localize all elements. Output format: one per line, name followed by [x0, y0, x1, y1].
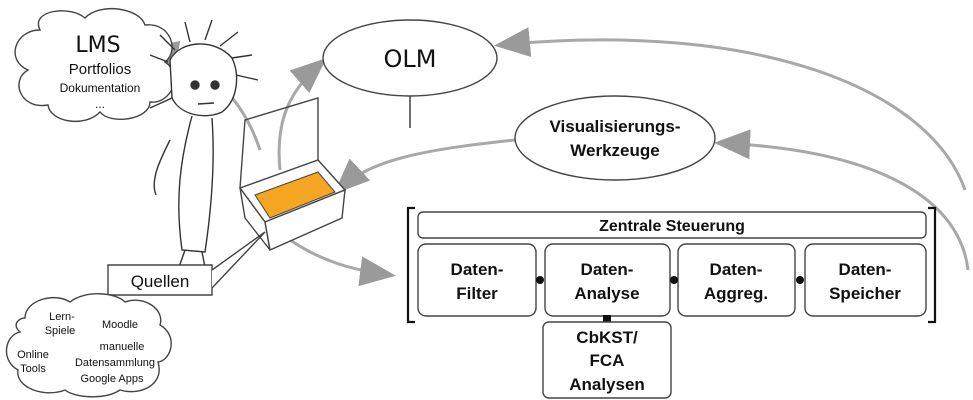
module-daten-speicher: Daten- Speicher: [804, 243, 927, 317]
module-daten-filter: Daten- Filter: [417, 243, 537, 317]
lms-dokumentation: Dokumentation: [60, 81, 141, 95]
visualization-line2: Werkzeuge: [570, 141, 659, 160]
central-control-title: Zentrale Steuerung: [599, 218, 745, 235]
arrow-right-to-olm: [494, 27, 967, 191]
analysis-line2: FCA: [590, 351, 625, 370]
module-analyse-line1: Daten-: [581, 260, 634, 279]
lms-portfolios: Portfolios: [69, 61, 132, 78]
module-aggreg-line2: Aggreg.: [704, 284, 768, 303]
module-speicher-line2: Speicher: [829, 284, 901, 303]
module-daten-aggreg: Daten- Aggreg.: [677, 243, 796, 317]
source-manuelle: manuelle: [100, 341, 145, 353]
source-google-apps: Google Apps: [81, 373, 144, 385]
visualization-node: Visualisierungs- Werkzeuge: [514, 95, 716, 181]
source-datensammlung: Datensammlung: [75, 357, 155, 369]
module-connectors: [536, 276, 804, 322]
source-moodle: Moodle: [102, 319, 138, 331]
analysis-box: CbKST/ FCA Analysen: [542, 321, 672, 399]
module-filter-line1: Daten-: [451, 260, 504, 279]
analysis-line1: CbKST/: [576, 328, 638, 347]
source-tools: Tools: [20, 363, 46, 375]
arrow-box-to-olm: [277, 58, 327, 171]
source-lern: Lern-: [49, 311, 75, 323]
central-control-bar: Zentrale Steuerung: [417, 211, 927, 239]
lms-title: LMS: [75, 33, 120, 58]
arrow-right-to-visual: [714, 129, 970, 271]
lms-ellipsis: ...: [95, 97, 105, 111]
module-analyse-line2: Analyse: [574, 284, 639, 303]
module-daten-analyse: Daten- Analyse: [544, 243, 671, 317]
sources-cloud: Lern- Spiele Moodle manuelle Online Tool…: [5, 293, 172, 398]
quellen-label: Quellen: [107, 231, 266, 296]
source-online: Online: [17, 349, 49, 361]
analysis-line3: Analysen: [569, 375, 645, 394]
data-box: [238, 97, 347, 252]
module-aggreg-line1: Daten-: [710, 260, 763, 279]
central-system: [406, 206, 937, 324]
source-spiele: Spiele: [45, 325, 76, 337]
arrow-visual-to-box: [333, 138, 516, 195]
quellen-text: Quellen: [131, 272, 190, 291]
olm-label: OLM: [384, 45, 437, 73]
module-filter-line2: Filter: [456, 284, 498, 303]
olm-node: OLM: [322, 19, 498, 97]
lms-cloud: LMS Portfolios Dokumentation ...: [14, 8, 176, 122]
visualization-line1: Visualisierungs-: [549, 117, 680, 136]
module-speicher-line1: Daten-: [839, 260, 892, 279]
arrow-quellen-to-zentral: [289, 238, 396, 287]
